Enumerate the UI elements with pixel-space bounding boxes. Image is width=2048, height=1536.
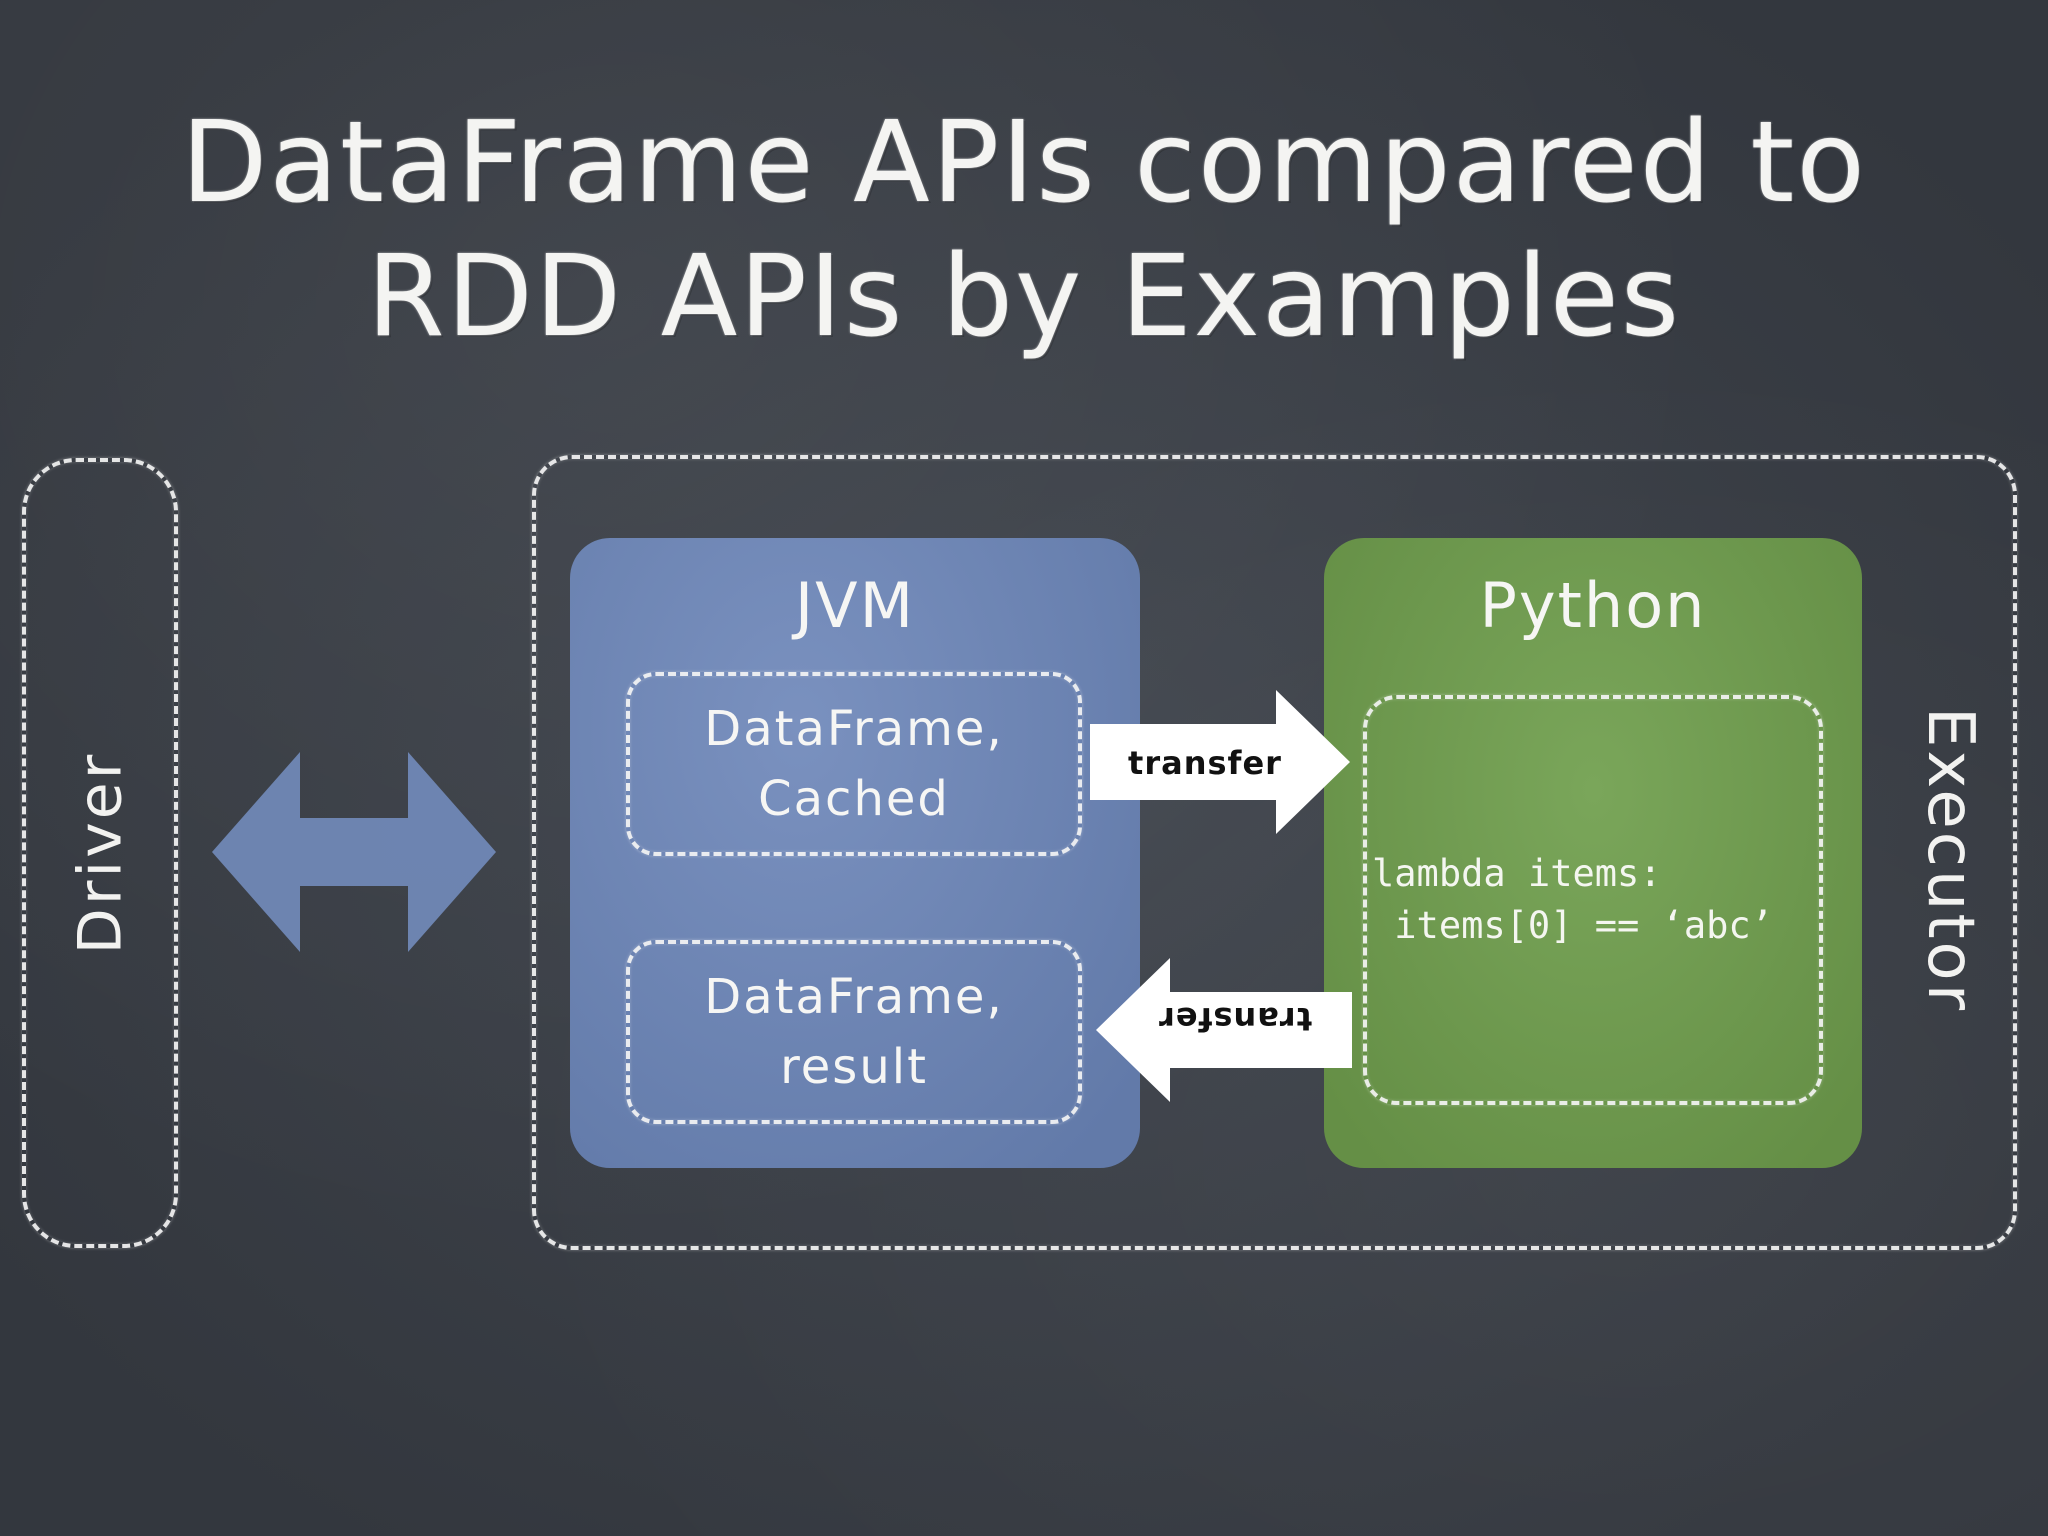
driver-box — [22, 458, 178, 1248]
dataframe-cached-box: DataFrame, Cached — [626, 672, 1082, 856]
double-headed-arrow-icon — [212, 752, 496, 952]
dataframe-result-line-2: result — [780, 1039, 928, 1095]
dataframe-cached-line-1: DataFrame, — [704, 701, 1004, 757]
python-title: Python — [1479, 569, 1707, 642]
python-panel: Python — [1324, 538, 1862, 1168]
dataframe-cached-line-2: Cached — [758, 771, 950, 827]
lambda-code-line-2: items[0] == ‘abc’ — [1372, 904, 1773, 947]
slide-title-line-2: RDD APIs by Examples — [366, 232, 1682, 362]
dataframe-result-box: DataFrame, result — [626, 940, 1082, 1124]
executor-box — [532, 455, 2017, 1250]
jvm-title: JVM — [794, 569, 916, 642]
transfer-left-arrow-icon — [1096, 958, 1352, 1102]
transfer-to-python-label: transfer — [1128, 744, 1282, 782]
lambda-code-line-1: lambda items: — [1372, 852, 1662, 895]
python-lambda-box — [1363, 695, 1823, 1105]
transfer-to-jvm-label: transfer — [1158, 1000, 1312, 1038]
dataframe-result-line-1: DataFrame, — [704, 969, 1004, 1025]
slide-title-line-1: DataFrame APIs compared to — [181, 98, 1867, 228]
transfer-right-arrow-icon — [1090, 690, 1350, 834]
lambda-code: lambda items: items[0] == ‘abc’ — [1372, 848, 1852, 952]
